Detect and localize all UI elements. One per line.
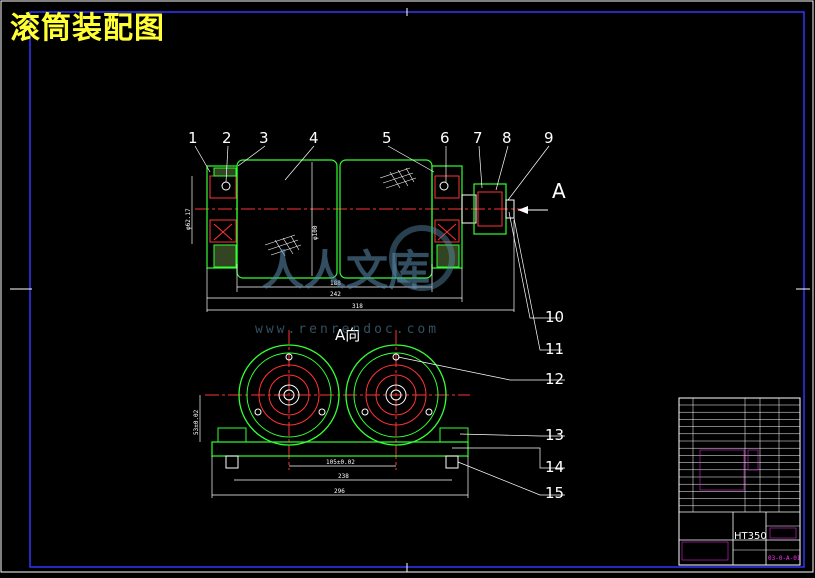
balloon-9: 9 [544, 129, 554, 147]
balloon-8: 8 [502, 129, 512, 147]
view-a-label: A向 [335, 326, 360, 344]
watermark-url: www.renrendoc.com [255, 322, 439, 337]
balloon-7: 7 [473, 129, 483, 147]
balloon-12: 12 [545, 370, 564, 388]
end-view [199, 330, 470, 498]
balloon-13: 13 [545, 426, 564, 444]
drawing-title: 滚筒装配图 [10, 11, 165, 46]
balloon-11: 11 [545, 340, 564, 358]
watermark: 人人文库 www.renrendoc.com [255, 225, 455, 337]
title-block: HT350 03-0-A-01 [678, 397, 801, 566]
dim-overall-width: 318 [352, 303, 363, 310]
balloon-3: 3 [259, 129, 269, 147]
watermark-text: 人人文库 [262, 246, 430, 295]
dim-diameter: φ100 [312, 225, 319, 240]
section-view [191, 159, 548, 312]
drawing-number: 03-0-A-01 [768, 555, 801, 562]
balloon-6: 6 [440, 129, 450, 147]
dim-center-distance: 105±0.02 [326, 459, 355, 466]
leader-lines [194, 145, 565, 496]
balloon-4: 4 [309, 129, 319, 147]
balloon-1: 1 [188, 129, 198, 147]
balloon-14: 14 [545, 458, 564, 476]
dim-drum-width: 188 [330, 280, 341, 287]
balloon-15: 15 [545, 484, 564, 502]
dim-inner-width: 242 [330, 291, 341, 298]
material-text: HT350 [734, 531, 767, 542]
dim-base-inner: 238 [338, 473, 349, 480]
arrow-a-label: A [552, 179, 566, 203]
balloon-5: 5 [382, 129, 392, 147]
balloon-2: 2 [222, 129, 232, 147]
dim-shaft-diameter: φ62.17 [185, 208, 192, 230]
dim-base-outer: 296 [334, 488, 345, 495]
dim-center-height: 53±0.02 [193, 409, 200, 435]
part-balloons: 1 2 3 4 5 6 7 8 9 10 11 12 13 14 15 [188, 129, 564, 502]
balloon-10: 10 [545, 308, 564, 326]
